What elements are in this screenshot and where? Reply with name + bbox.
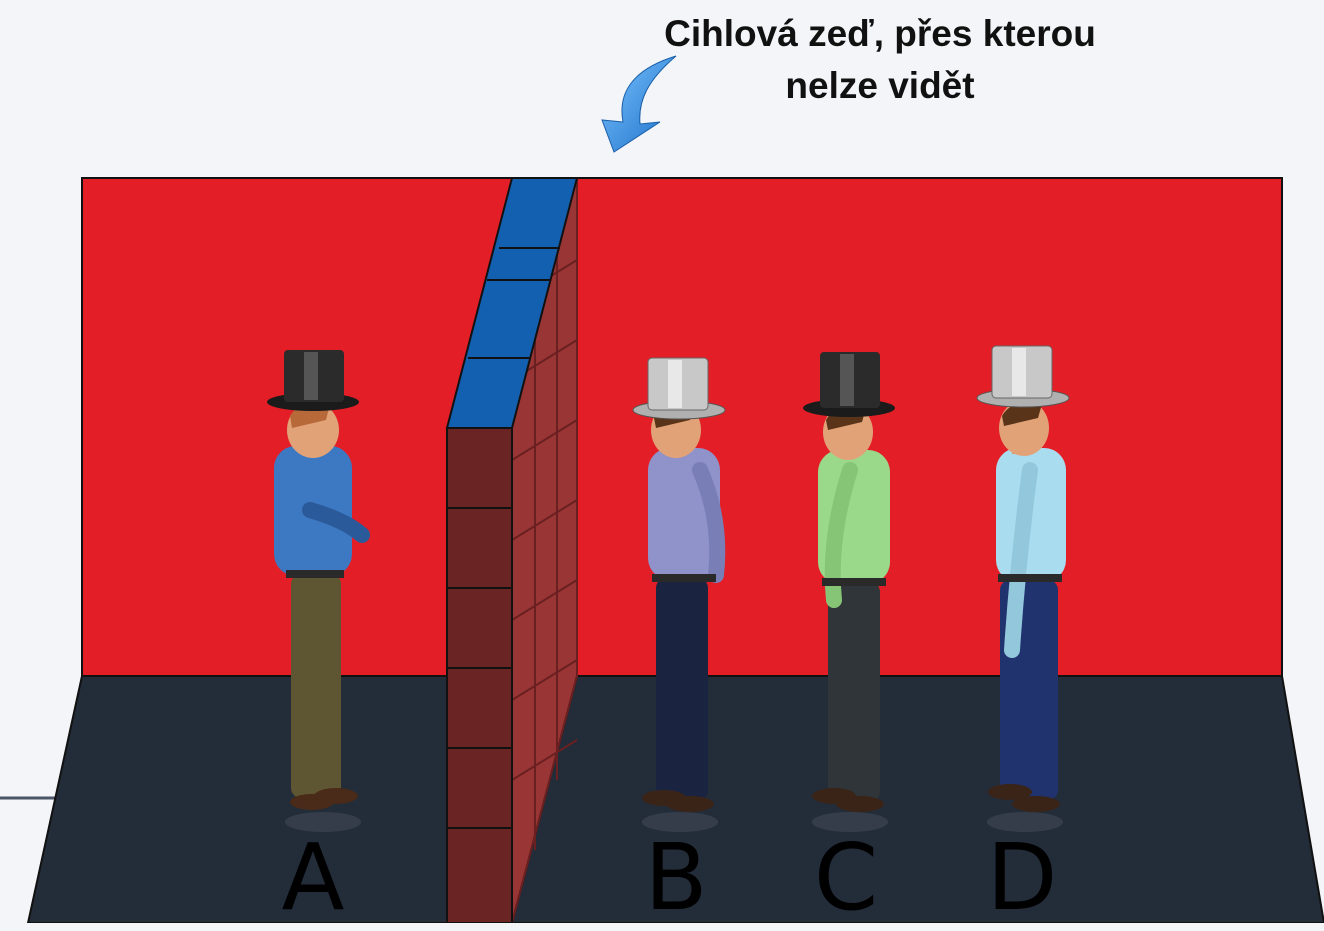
- label-b: B: [616, 830, 736, 925]
- label-a: A: [253, 830, 373, 925]
- label-c: C: [786, 830, 906, 925]
- caption-line-1: Cihlová zeď, přes kterou: [560, 8, 1200, 60]
- caption-line-2: nelze vidět: [560, 60, 1200, 112]
- brick-wall-front: [447, 428, 512, 923]
- label-d: D: [962, 830, 1082, 925]
- caption: Cihlová zeď, přes kterou nelze vidět: [560, 8, 1200, 112]
